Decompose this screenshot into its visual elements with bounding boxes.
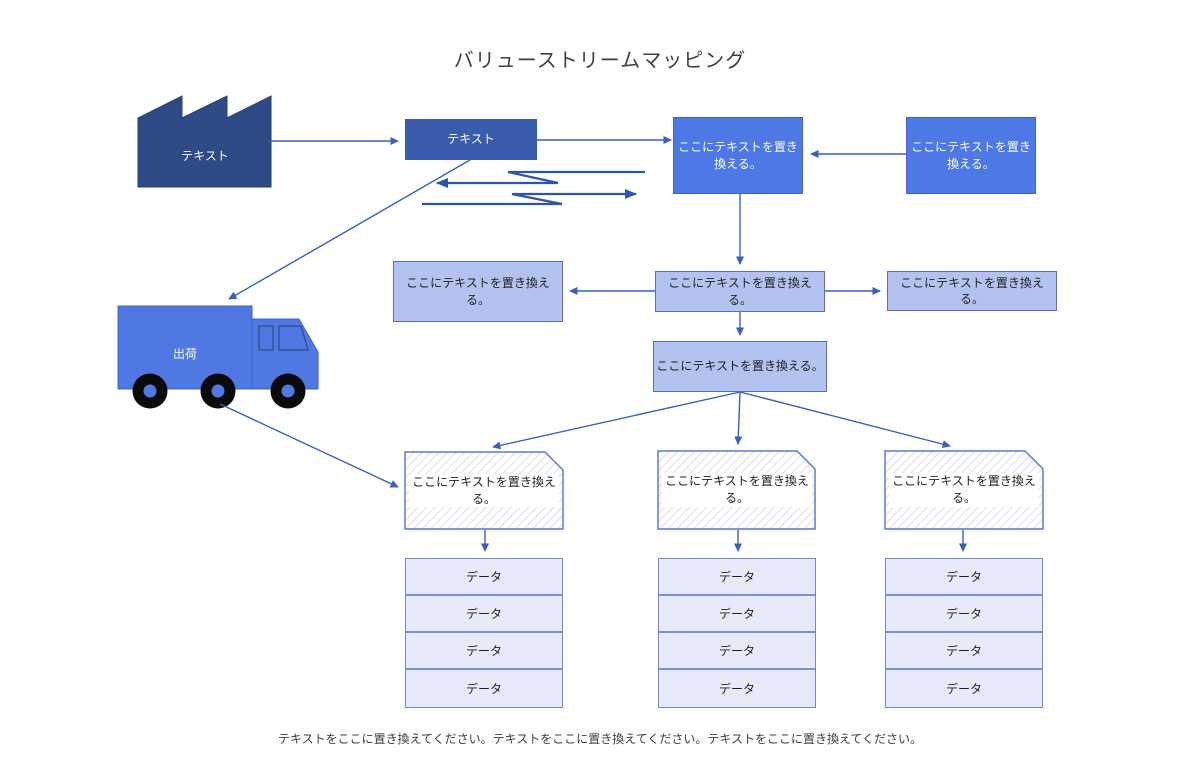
control-source-node[interactable]: ここにテキストを置き換える。 [906,117,1036,194]
data-row[interactable]: データ [659,559,815,596]
data-row[interactable]: データ [718,682,755,696]
data-row[interactable]: データ [406,633,562,670]
mid-right-label: ここにテキストを置き換える。 [900,275,1044,306]
electronic-info-arrow-left [436,170,645,188]
data-row[interactable]: データ [465,682,502,696]
mid-center-node[interactable]: ここにテキストを置き換える。 [655,271,825,312]
truck-icon[interactable] [117,305,319,409]
data-row[interactable]: データ [886,559,1042,596]
process-center-label: ここにテキストを置き換える。 [662,473,812,507]
process-node[interactable]: テキスト [405,119,537,160]
process-left-label-wrap: ここにテキストを置き換える。 [409,452,559,529]
data-table-right[interactable]: データ データ データ データ [885,558,1043,708]
data-row[interactable]: データ [406,559,562,596]
control-main-label: ここにテキストを置き換える。 [678,140,798,171]
process-right-label-wrap: ここにテキストを置き換える。 [889,451,1039,529]
data-row[interactable]: データ [406,596,562,633]
mid-left-node[interactable]: ここにテキストを置き換える。 [393,261,563,322]
control-source-label: ここにテキストを置き換える。 [911,140,1031,171]
page-title: バリューストリームマッピング [453,50,747,72]
process-left-label: ここにテキストを置き換える。 [409,473,559,508]
data-row[interactable]: データ [886,633,1042,670]
dispatch-node[interactable]: ここにテキストを置き換える。 [653,341,827,392]
connector-arrows [219,136,967,552]
mid-left-label: ここにテキストを置き換える。 [406,276,550,307]
control-main-node[interactable]: ここにテキストを置き換える。 [673,117,803,194]
dispatch-label: ここにテキストを置き換える。 [656,359,824,374]
process-right-label: ここにテキストを置き換える。 [889,473,1039,507]
mid-center-label: ここにテキストを置き換える。 [668,276,812,307]
data-row[interactable]: データ [886,596,1042,633]
data-row[interactable]: データ [659,596,815,633]
factory-label: テキスト [181,149,229,163]
process-center-label-wrap: ここにテキストを置き換える。 [662,451,812,529]
footer-placeholder-text: テキストをここに置き換えてください。テキストをここに置き換えてください。テキスト… [277,732,923,746]
factory-icon[interactable] [137,95,272,188]
data-table-center[interactable]: データ データ データ データ [658,558,816,708]
process-node-label: テキスト [447,132,495,147]
data-row[interactable]: データ [659,633,815,670]
data-row[interactable]: データ [945,682,982,696]
electronic-info-arrow-right [422,189,637,206]
truck-label: 出荷 [172,347,197,361]
data-table-left[interactable]: データ データ データ データ [405,558,563,708]
mid-right-node[interactable]: ここにテキストを置き換える。 [887,271,1057,311]
